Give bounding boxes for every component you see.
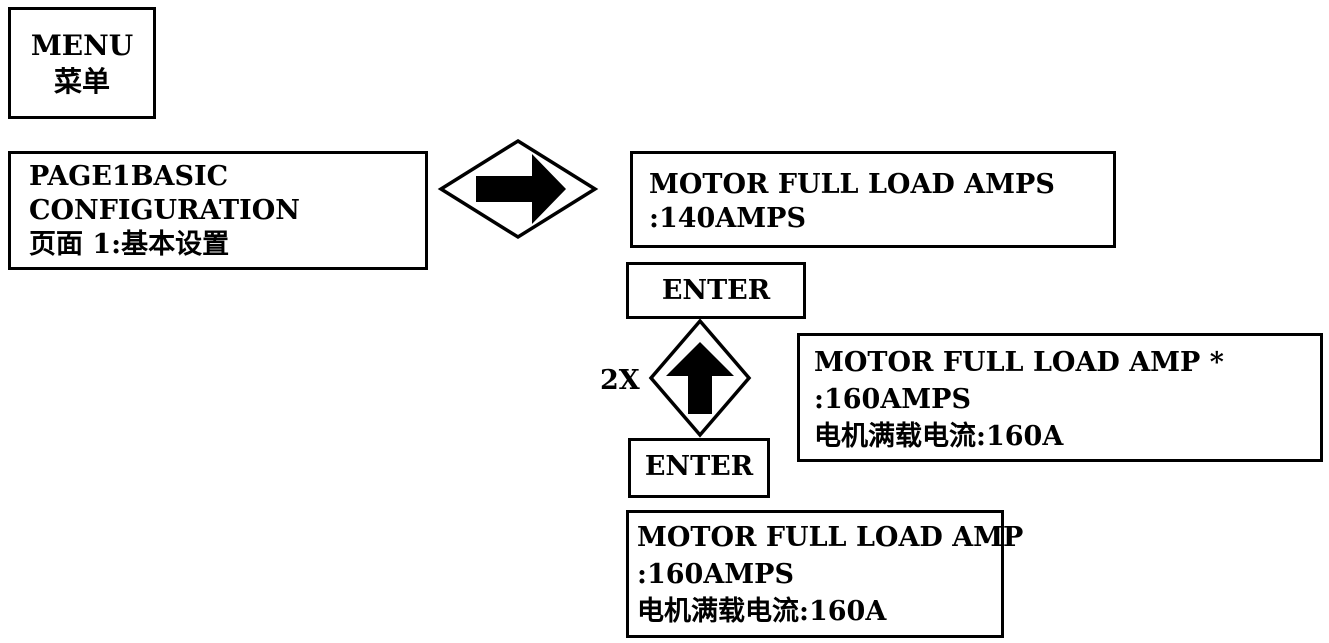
page1-line2: CONFIGURATION (29, 195, 300, 226)
screen-editing-line2: :160AMPS (814, 384, 971, 415)
screen-editing-line3: 电机满载电流:160A (814, 421, 1064, 452)
screen-editing-line1: MOTOR FULL LOAD AMP * (814, 347, 1224, 378)
arrow-up-icon[interactable] (648, 318, 752, 438)
screen-final-line2: :160AMPS (637, 559, 794, 590)
motor-fla-screen-final: MOTOR FULL LOAD AMP :160AMPS 电机满载电流:160A (626, 510, 1024, 638)
arrow-right-icon[interactable] (437, 138, 599, 240)
enter-key-step1[interactable]: ENTER (626, 262, 806, 319)
page1-basic-configuration-screen: PAGE1BASIC CONFIGURATION 页面 1:基本设置 (8, 151, 428, 270)
screen-final-line1: MOTOR FULL LOAD AMP (637, 522, 1024, 553)
screen-final-line3: 电机满载电流:160A (637, 596, 887, 627)
page1-line3: 页面 1:基本设置 (29, 229, 230, 260)
enter-key-step2[interactable]: ENTER (628, 438, 770, 498)
motor-fla-screen-initial: MOTOR FULL LOAD AMPS :140AMPS (630, 151, 1116, 248)
enter-key-step2-label: ENTER (644, 451, 754, 482)
screen-initial-line2: :140AMPS (649, 203, 806, 234)
up-repeat-count: 2X (600, 365, 640, 396)
page1-line1: PAGE1BASIC (29, 161, 229, 192)
menu-key[interactable]: MENU 菜单 (8, 7, 156, 119)
motor-fla-screen-editing: MOTOR FULL LOAD AMP * :160AMPS 电机满载电流:16… (797, 333, 1323, 462)
enter-key-step1-label: ENTER (661, 275, 771, 306)
menu-key-label: MENU (30, 29, 134, 62)
menu-key-label-cn: 菜单 (53, 65, 110, 98)
screen-initial-line1: MOTOR FULL LOAD AMPS (649, 169, 1055, 200)
